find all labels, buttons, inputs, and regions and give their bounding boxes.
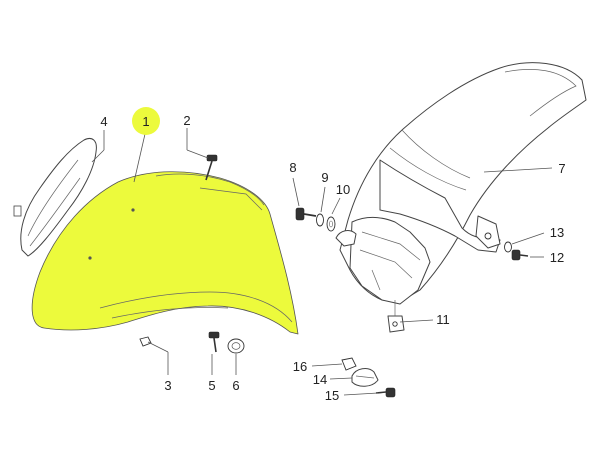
callout-1-highlighted[interactable]: 1 xyxy=(132,107,160,135)
callout-label-3: 3 xyxy=(164,378,171,393)
clip-part-3 xyxy=(139,336,152,347)
nut-part-16 xyxy=(341,357,357,371)
washer-part-13 xyxy=(504,241,512,253)
callout-label-4: 4 xyxy=(100,114,107,129)
callout-label-5: 5 xyxy=(208,378,215,393)
callout-label-16: 16 xyxy=(293,359,307,374)
callout-label-12: 12 xyxy=(550,250,564,265)
callout-label-11: 11 xyxy=(436,312,450,327)
screw-part-5 xyxy=(208,331,220,353)
callouts: 1 2 3 4 5 6 7 8 9 10 11 12 13 14 15 16 xyxy=(100,107,566,403)
callout-label-13: 13 xyxy=(550,225,564,240)
callout-label-8: 8 xyxy=(289,160,296,175)
callout-label-10: 10 xyxy=(336,182,350,197)
callout-label-14: 14 xyxy=(313,372,327,387)
callout-label-15: 15 xyxy=(325,388,339,403)
washer-part-10 xyxy=(326,216,336,232)
callout-label-2: 2 xyxy=(183,113,190,128)
side-trim-part xyxy=(13,138,97,257)
front-mudguard-part[interactable] xyxy=(31,171,299,335)
callout-label-9: 9 xyxy=(321,170,328,185)
screw-part-12 xyxy=(511,249,529,261)
clamp-part-14 xyxy=(351,368,379,387)
callout-label-7: 7 xyxy=(558,161,565,176)
rear-mudguard-part xyxy=(335,62,587,333)
callout-label-1: 1 xyxy=(142,114,149,129)
grommet-part-6 xyxy=(227,338,245,354)
washer-part-9 xyxy=(316,213,324,227)
bolt-part-8 xyxy=(295,207,317,221)
callout-label-6: 6 xyxy=(232,378,239,393)
screw-part-15 xyxy=(375,387,396,398)
leader-lines xyxy=(91,128,553,396)
